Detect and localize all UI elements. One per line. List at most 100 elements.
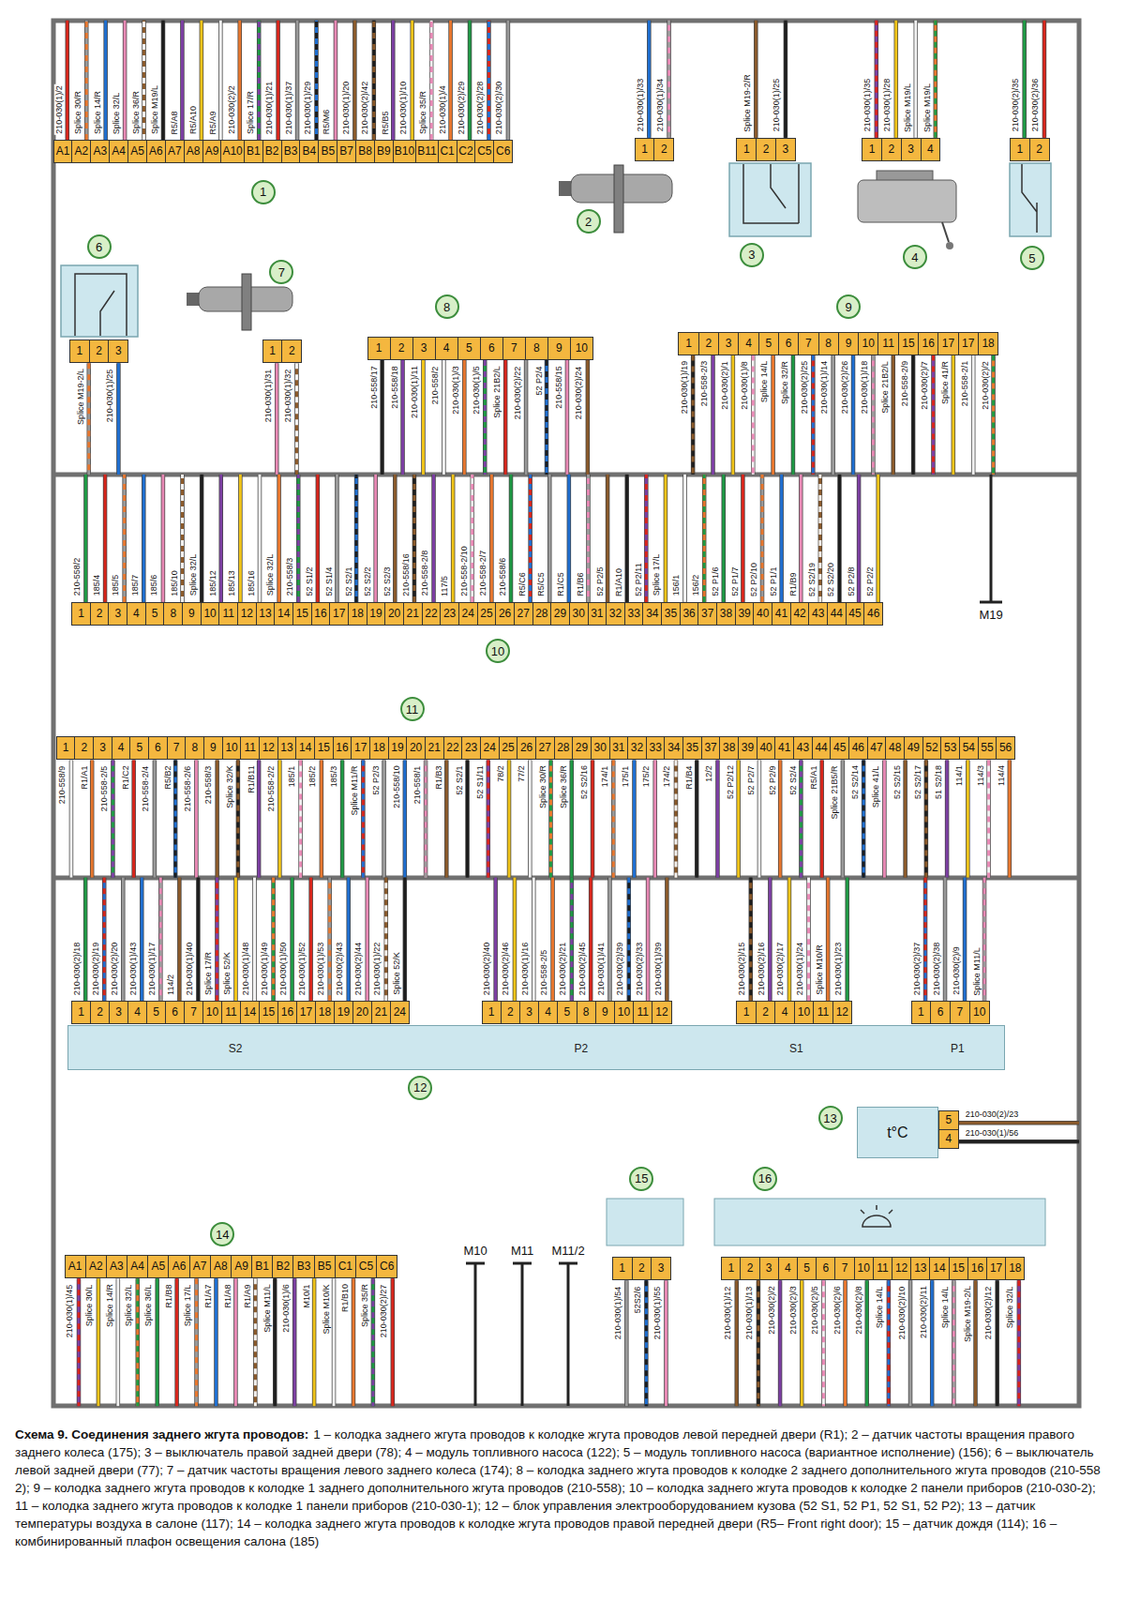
pin-number: 38: [716, 601, 736, 626]
wire-outline: [951, 1279, 957, 1406]
wire-outline: [441, 360, 447, 475]
wire: [683, 474, 687, 602]
wire-outline: [973, 1279, 978, 1406]
wire: [253, 877, 256, 1002]
sensor-box: t°C: [856, 1106, 939, 1157]
pin-number: 52: [922, 735, 943, 760]
wire-label: 210-030(2)/3: [788, 1285, 798, 1336]
wire-label: 52 P2/12: [725, 764, 735, 800]
wire-outline: [403, 759, 408, 877]
pin-number: 6: [815, 1256, 836, 1280]
wire-label: Splice 32/L: [265, 553, 275, 598]
wire-label: 210-030(2)/45: [577, 940, 587, 996]
callout-text: 14: [215, 1228, 229, 1241]
wire-outline: [340, 759, 345, 877]
wire: [512, 877, 516, 1002]
wire: [219, 474, 223, 602]
wire: [277, 474, 281, 602]
ground-label: M11: [510, 1243, 534, 1258]
wire-stripe: [103, 877, 106, 1002]
wire-stripe: [933, 20, 937, 138]
wire: [625, 474, 629, 602]
wire-outline: [120, 877, 126, 1002]
pin-number: 6: [778, 331, 799, 356]
callout-number: 2: [576, 209, 601, 234]
pin-number: 29: [550, 601, 570, 626]
wire: [430, 20, 434, 140]
wire-label: 210-030(1)/4: [436, 84, 447, 135]
door-switch-symbol: [1009, 163, 1051, 237]
wire-label: Splice M19-2/R: [742, 73, 752, 134]
pin-number: 42: [790, 601, 810, 626]
wire: [410, 20, 414, 140]
wire-label: 52 S1/11: [475, 764, 485, 799]
wire-label: 210-030(2)/24: [574, 364, 585, 420]
pin-number: 8: [184, 735, 205, 760]
callout-number: 15: [629, 1166, 654, 1191]
wire-outline: [547, 474, 553, 602]
wire-label: 210-030(2)/7: [919, 360, 930, 411]
wire-outline: [450, 474, 456, 602]
wire-outline: [588, 877, 594, 1002]
pin-number: 1: [262, 339, 284, 363]
pin-number: 13: [277, 735, 298, 760]
pin-number: 3: [92, 735, 113, 760]
wire-label: 185/7: [130, 573, 140, 598]
pin-number: 23: [461, 735, 481, 760]
pin-number: 11: [812, 1000, 833, 1024]
pin-number: 4: [126, 601, 147, 626]
pin-number: 37: [697, 601, 718, 626]
wire-label: 52 S1/4: [323, 566, 333, 598]
wire: [791, 355, 795, 475]
wire-label: 210-030(1)/49: [259, 940, 270, 996]
wire: [751, 355, 755, 475]
wire-outline: [400, 360, 405, 475]
wire: [779, 759, 782, 877]
wire: [234, 1277, 238, 1406]
wire-label: 210-558/15: [554, 364, 564, 410]
wire-label: 210-558/3: [203, 765, 213, 806]
callout-text: 7: [278, 266, 285, 279]
wire-label: Splice 14/L: [759, 360, 769, 405]
wire-outline: [524, 360, 529, 475]
wire-label: 52 S1/2: [304, 566, 315, 598]
wire: [731, 355, 735, 475]
pin-number: 3: [107, 339, 129, 363]
wire-outline: [710, 355, 716, 475]
wire: [807, 877, 810, 1002]
pin-number: 32: [627, 735, 647, 760]
wire: [665, 877, 669, 1002]
pin-number: A6: [146, 139, 166, 164]
wire-stripe: [361, 759, 365, 877]
wire: [76, 1277, 80, 1406]
pin-number: 20: [384, 601, 405, 626]
wire-label: 210-558-2/5: [539, 947, 549, 996]
wire: [822, 1279, 825, 1406]
pin-number: A4: [126, 1254, 149, 1278]
wire-outline: [412, 474, 418, 602]
wire-outline: [911, 355, 916, 475]
wire-outline: [390, 1277, 396, 1406]
pin-number: 47: [867, 735, 887, 760]
wire: [295, 362, 299, 475]
pin-number: B5: [317, 139, 338, 164]
wire-label: 210-030(1)/12: [723, 1285, 734, 1341]
wire: [353, 20, 357, 140]
wire: [852, 355, 855, 475]
pin-number: 14: [295, 735, 315, 760]
wire-outline: [158, 877, 164, 1002]
pin-number: C1: [334, 1254, 357, 1278]
wire-label: 210-030(1)/53: [315, 940, 326, 996]
wire-outline: [365, 877, 371, 1002]
wire: [487, 20, 491, 140]
wire-label: 52 P2/3: [371, 764, 381, 795]
pin-number: A1: [64, 1254, 87, 1278]
wire-outline: [962, 877, 968, 1002]
wire-label: 12/2: [704, 765, 714, 784]
pin-number: B3: [292, 1254, 315, 1278]
wire: [756, 1279, 760, 1406]
wire-label: 210-558/16: [401, 552, 411, 598]
wire: [390, 1277, 394, 1406]
pin-number: 43: [793, 735, 813, 760]
ground-label: M10: [464, 1243, 488, 1258]
